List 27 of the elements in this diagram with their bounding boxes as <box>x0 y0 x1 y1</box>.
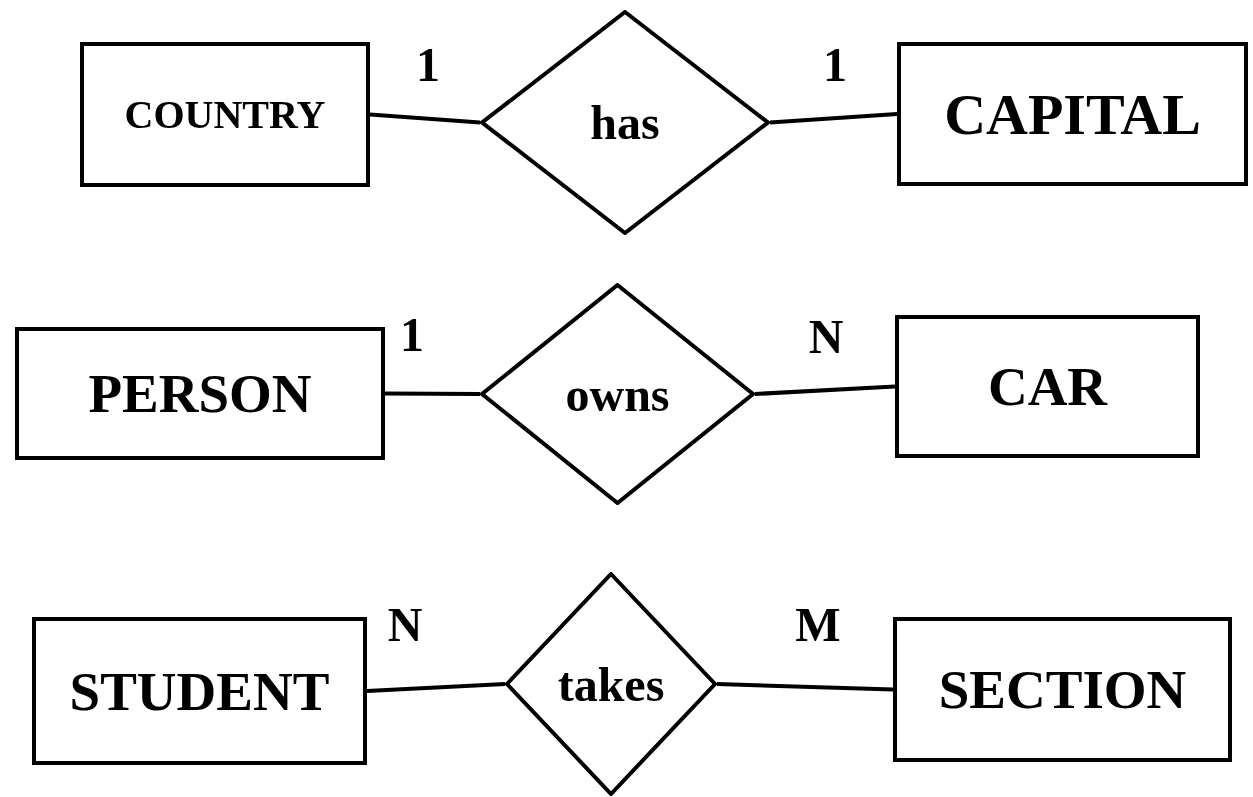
connector-line <box>754 384 896 396</box>
cardinality-label: N <box>387 601 423 649</box>
entity-box <box>893 617 1232 762</box>
entity-name: PERSON <box>88 362 312 425</box>
cardinality-label: M <box>795 601 841 649</box>
connector-line <box>366 682 506 693</box>
entity-name: CAPITAL <box>944 80 1201 148</box>
entity-name: CAR <box>987 355 1108 418</box>
entity-box <box>32 617 367 765</box>
entity-box <box>80 42 370 187</box>
cardinality-label: 1 <box>400 311 424 359</box>
connector-line <box>385 391 480 396</box>
cardinality-label: N <box>808 313 844 361</box>
cardinality-label: 1 <box>823 41 847 89</box>
connector-line <box>369 112 481 125</box>
entity-box <box>895 315 1200 458</box>
entity-name: STUDENT <box>69 659 330 723</box>
entity-name: SECTION <box>938 658 1187 721</box>
entity-box <box>15 327 385 460</box>
connector-line <box>716 682 894 692</box>
connector-line <box>769 112 898 125</box>
relationship-name: owns <box>565 366 670 422</box>
entity-name: COUNTRY <box>124 91 326 138</box>
cardinality-label: 1 <box>416 41 440 89</box>
relationship-name: has <box>590 95 660 150</box>
relationship-name: takes <box>557 656 665 712</box>
entity-box <box>897 42 1248 186</box>
